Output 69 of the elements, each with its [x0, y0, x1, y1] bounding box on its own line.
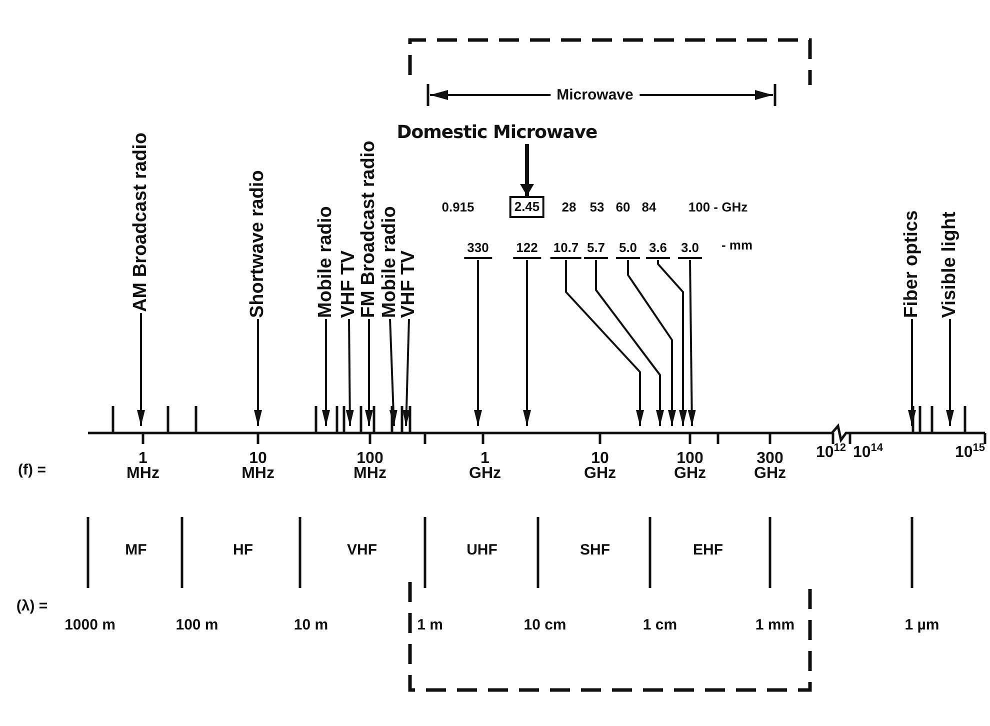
frequency-value: 53 [590, 200, 604, 214]
arrow [402, 318, 410, 426]
frequency-tick-label: 10 MHz [242, 451, 274, 481]
arrow [946, 319, 954, 426]
service-label: Mobile radio [316, 206, 336, 318]
arrow [520, 144, 534, 196]
arrow [627, 260, 676, 426]
frequency-tick-label: 10$^{12}$ [816, 442, 846, 462]
arrow [565, 260, 644, 426]
arrow [322, 319, 330, 426]
arrow [474, 260, 482, 426]
arrow [137, 313, 145, 426]
arrow [595, 260, 664, 426]
wavelength-label: 1 mm [755, 616, 795, 634]
frequency-value: 28 [562, 200, 576, 214]
band-label: VHF [347, 542, 377, 558]
band-label: SHF [580, 542, 610, 558]
wavelength-label: 1000 m [64, 616, 116, 634]
wavelength-value: 10.7 [550, 240, 582, 259]
wavelength-label: 10 cm [524, 616, 566, 634]
frequency-axis [88, 426, 985, 440]
service-label: Visible light [940, 212, 960, 318]
service-label: Mobile radio [380, 206, 400, 318]
arrow [657, 260, 687, 426]
wavelength-value: 3.6 [646, 240, 670, 259]
band-label: UHF [466, 542, 498, 558]
wavelength-label: 1 cm [642, 616, 678, 634]
arrow [688, 260, 696, 426]
wavelength-label: 1 m [417, 616, 443, 634]
service-label: VHF TV [399, 250, 419, 318]
frequency-value: 0.915 [442, 200, 474, 214]
axis-symbol: (f) = [18, 462, 46, 478]
service-label: AM Broadcast radio [131, 132, 151, 312]
band-label: EHF [693, 542, 723, 558]
service-label: Fiber optics [902, 210, 922, 318]
arrow [346, 318, 354, 426]
arrow [254, 319, 262, 426]
callout-label: Domestic Microwave [396, 123, 598, 143]
frequency-value: 60 [616, 200, 630, 214]
wavelength-label: 10 m [294, 616, 328, 634]
frequency-value: 84 [642, 200, 656, 214]
service-label: FM Broadcast radio [359, 140, 379, 318]
frequency-value: - mm [721, 238, 753, 252]
wavelength-label: 100 m [176, 616, 218, 634]
wavelength-value: 5.0 [616, 240, 640, 259]
frequency-tick-label: 10 GHz [584, 451, 616, 481]
band-label: MF [125, 542, 147, 558]
frequency-tick-label: 100 GHz [674, 451, 706, 481]
frequency-tick-label: 1 MHz [126, 451, 160, 481]
boxed-value: 2.45 [509, 196, 545, 218]
service-label: Shortwave radio [248, 170, 268, 318]
arrow [365, 319, 373, 426]
service-label: VHF TV [339, 250, 359, 318]
frequency-tick-label: 300 GHz [754, 451, 786, 481]
wavelength-value: 3.0 [678, 240, 702, 259]
frequency-tick-label: 10$^{14}$ [852, 442, 884, 462]
axis-symbol: (λ) = [16, 598, 48, 614]
frequency-tick-label: 100 MHz [354, 451, 386, 481]
arrow [908, 319, 916, 426]
frequency-value: 100 - GHz [688, 200, 748, 214]
frequency-tick-label: 1 GHz [469, 451, 501, 481]
arrow [389, 318, 398, 426]
band-label: HF [233, 542, 253, 558]
wavelength-value: 5.7 [584, 240, 608, 259]
wavelength-label: 1 µm [904, 616, 940, 634]
wavelength-value: 330 [464, 240, 492, 259]
arrow [523, 260, 531, 426]
frequency-tick-label: 10$^{15}$ [954, 442, 986, 462]
wavelength-value: 122 [513, 240, 541, 259]
